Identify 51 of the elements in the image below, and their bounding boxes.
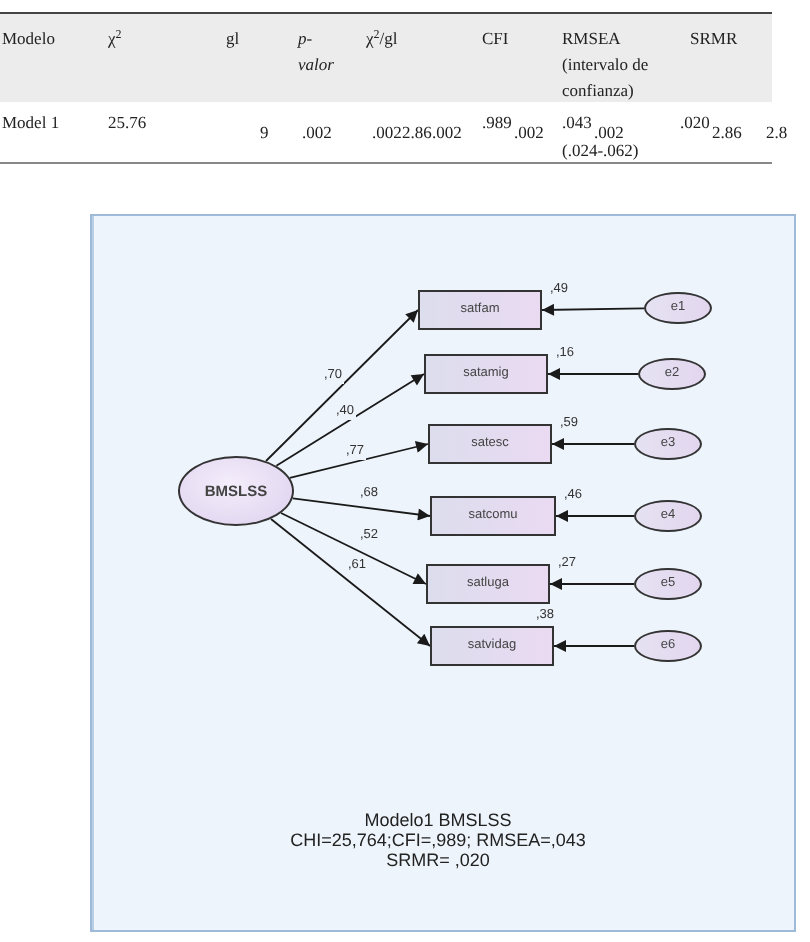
table-cell: .002 (514, 122, 544, 142)
table-cell: .002 (302, 122, 332, 142)
latent-variable-ellipse (178, 456, 294, 526)
observed-variable-box (426, 564, 550, 604)
error-term-ellipse (634, 568, 702, 600)
table-cell: .989 (482, 112, 512, 132)
table-cell: .043 (562, 112, 592, 132)
table-cell: 25.76 (108, 112, 147, 132)
arrow (541, 303, 645, 316)
arrow (280, 512, 427, 585)
observed-variable-box (430, 626, 554, 666)
table-cell: .002 (432, 122, 462, 142)
table-cell: .020 (680, 112, 710, 132)
caption-text: CHI=25,764;CFI=,989; RMSEA=,043 SRMR= ,020 (288, 830, 588, 870)
error-term-ellipse (638, 358, 706, 390)
column-header: SRMR (690, 26, 738, 52)
table-cell: Model 1 (2, 112, 60, 132)
observed-variable-box (430, 496, 556, 536)
column-header: χ$^{2}$ (108, 26, 122, 52)
error-term-ellipse (634, 428, 702, 460)
arrow (547, 368, 639, 380)
observed-variable-box (418, 290, 542, 330)
arrow (549, 578, 635, 590)
arrow (291, 497, 431, 521)
arrow (270, 518, 431, 647)
column-header: CFI (482, 26, 509, 52)
arrow (288, 441, 429, 479)
table-cell: .002 (372, 122, 402, 142)
error-term-ellipse (634, 500, 702, 532)
diagram-panel (90, 214, 796, 932)
error-term-ellipse (644, 292, 712, 324)
arrow (275, 373, 425, 467)
arrow (555, 510, 635, 522)
arrow (553, 640, 635, 652)
table-cell: 2.86 (402, 122, 432, 142)
arrow (265, 309, 419, 462)
arrow (551, 438, 635, 450)
observed-variable-box (428, 424, 552, 464)
table-cell: 2.86 (712, 122, 742, 142)
column-header: gl (226, 26, 240, 52)
column-header: p-valor (298, 26, 336, 78)
caption-title: Modelo1 BMSLSS (364, 810, 512, 830)
table-cell: 9 (260, 122, 269, 142)
column-header: Modelo (2, 26, 55, 52)
observed-variable-box (424, 354, 548, 394)
column-header: RMSEA (intervalo de confianza) (562, 26, 651, 104)
column-header: χ$^{2}$/gl (366, 26, 398, 52)
table-cell: (.024-.062) (562, 140, 639, 160)
table-cell: 2.8 (766, 122, 788, 142)
table-cell: .002 (594, 122, 624, 142)
error-term-ellipse (634, 630, 702, 662)
